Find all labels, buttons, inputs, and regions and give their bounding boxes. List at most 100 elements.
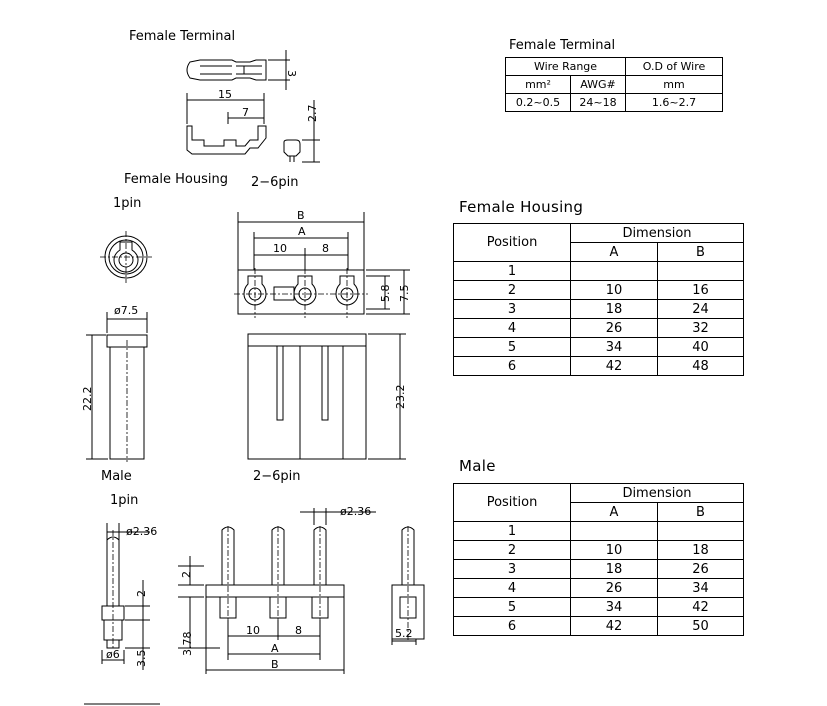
housing-multi-front-view: 23.2 (247, 333, 407, 460)
male-b-cell (657, 521, 744, 541)
housing-2-6pin-label: 2−6pin (251, 175, 299, 190)
male-multi-view: ø2.36 2 3.78 10 8 A B (178, 505, 376, 674)
male-pos-cell: 1 (453, 521, 571, 541)
wire-mm2-value: 0.2~0.5 (505, 93, 571, 112)
dim-m-5-2: 5.2 (395, 627, 413, 640)
wire-awg-value: 24~18 (570, 93, 626, 112)
dim-ft-15: 15 (218, 88, 232, 101)
housing-1pin-side-view: ø7.5 22.2 (81, 304, 148, 462)
housing-1pin-label: 1pin (113, 196, 142, 211)
housing-a-cell: 34 (570, 337, 658, 357)
housing-multi-top-view: B A 10 8 5.8 7.5 (234, 209, 411, 318)
dim-ft-3: 3 (285, 70, 298, 77)
dim-m-2b: 2 (135, 590, 148, 597)
male-a-cell: 34 (570, 597, 658, 617)
male-a-cell (570, 521, 658, 541)
housing-a-cell: 18 (570, 299, 658, 319)
dim-fh-A: A (298, 225, 306, 238)
female-housing-label: Female Housing (124, 172, 228, 187)
male-1pin-label: 1pin (110, 493, 139, 508)
male-b-cell: 18 (657, 540, 744, 560)
male-pos-cell: 6 (453, 616, 571, 636)
dim-m-B: B (271, 658, 279, 671)
dim-m-d2-36a: ø2.36 (126, 525, 157, 538)
housing-col-b-header: B (657, 242, 744, 262)
male-pos-cell: 2 (453, 540, 571, 560)
wire-mm2-header: mm² (505, 75, 571, 94)
wire-table-title: Female Terminal (509, 38, 616, 53)
housing-dimension-header: Dimension (570, 223, 744, 243)
housing-pos-cell: 6 (453, 356, 571, 376)
male-a-cell: 26 (570, 578, 658, 598)
housing-pos-cell: 4 (453, 318, 571, 338)
male-col-b-header: B (657, 502, 744, 522)
dim-m-d2-36b: ø2.36 (340, 505, 371, 518)
wire-od-header: O.D of Wire (625, 57, 723, 76)
housing-1pin-end-view (100, 231, 152, 283)
dim-m-8: 8 (295, 624, 302, 637)
male-b-cell: 50 (657, 616, 744, 636)
dim-fh-23-2: 23.2 (394, 385, 407, 410)
housing-b-cell: 16 (657, 280, 744, 300)
male-b-cell: 34 (657, 578, 744, 598)
male-label: Male (101, 469, 132, 484)
housing-a-cell: 26 (570, 318, 658, 338)
male-pos-cell: 3 (453, 559, 571, 579)
male-table-title: Male (459, 457, 496, 475)
wire-mm-header: mm (625, 75, 723, 94)
dim-m-10: 10 (246, 624, 260, 637)
male-pos-cell: 5 (453, 597, 571, 617)
male-position-header: Position (453, 483, 571, 522)
housing-pos-cell: 1 (453, 261, 571, 281)
terminal-top-view: 3 (186, 50, 298, 90)
dim-fh-5-8: 5.8 (379, 285, 392, 303)
dim-m-3-78: 3.78 (181, 632, 194, 657)
male-side-view: 5.2 (391, 526, 425, 645)
housing-a-cell: 42 (570, 356, 658, 376)
male-a-cell: 18 (570, 559, 658, 579)
wire-mm-value: 1.6~2.7 (625, 93, 723, 112)
table-row: 1 (453, 261, 744, 281)
housing-b-cell: 40 (657, 337, 744, 357)
wire-range-header: Wire Range (505, 57, 626, 76)
male-2-6pin-label: 2−6pin (253, 469, 301, 484)
wire-range-table: Wire Range O.D of Wire mm² AWG# mm 0.2~0… (505, 57, 723, 112)
housing-pos-cell: 5 (453, 337, 571, 357)
housing-position-header: Position (453, 223, 571, 262)
wire-awg-header: AWG# (570, 75, 626, 94)
male-b-cell: 26 (657, 559, 744, 579)
housing-b-cell (657, 261, 744, 281)
housing-b-cell: 32 (657, 318, 744, 338)
housing-a-cell (570, 261, 658, 281)
male-col-a-header: A (570, 502, 658, 522)
dim-m-2a: 2 (180, 571, 193, 578)
dim-m-A: A (271, 642, 279, 655)
dim-fh-8: 8 (322, 242, 329, 255)
housing-pos-cell: 2 (453, 280, 571, 300)
housing-table-title: Female Housing (459, 198, 584, 216)
table-row: 1 (453, 521, 744, 541)
dim-fh-7-5: 7.5 (398, 285, 411, 303)
dim-m-d6: ø6 (106, 648, 120, 661)
dim-fh-d7-5: ø7.5 (114, 304, 138, 317)
housing-b-cell: 24 (657, 299, 744, 319)
dim-fh-B: B (297, 209, 305, 222)
terminal-side-view: 15 7 (186, 88, 267, 155)
dim-fh-10: 10 (273, 242, 287, 255)
dim-fh-22-2: 22.2 (81, 387, 94, 412)
dim-m-3-5: 3.5 (135, 650, 148, 668)
dim-ft-2-7: 2.7 (306, 105, 319, 123)
